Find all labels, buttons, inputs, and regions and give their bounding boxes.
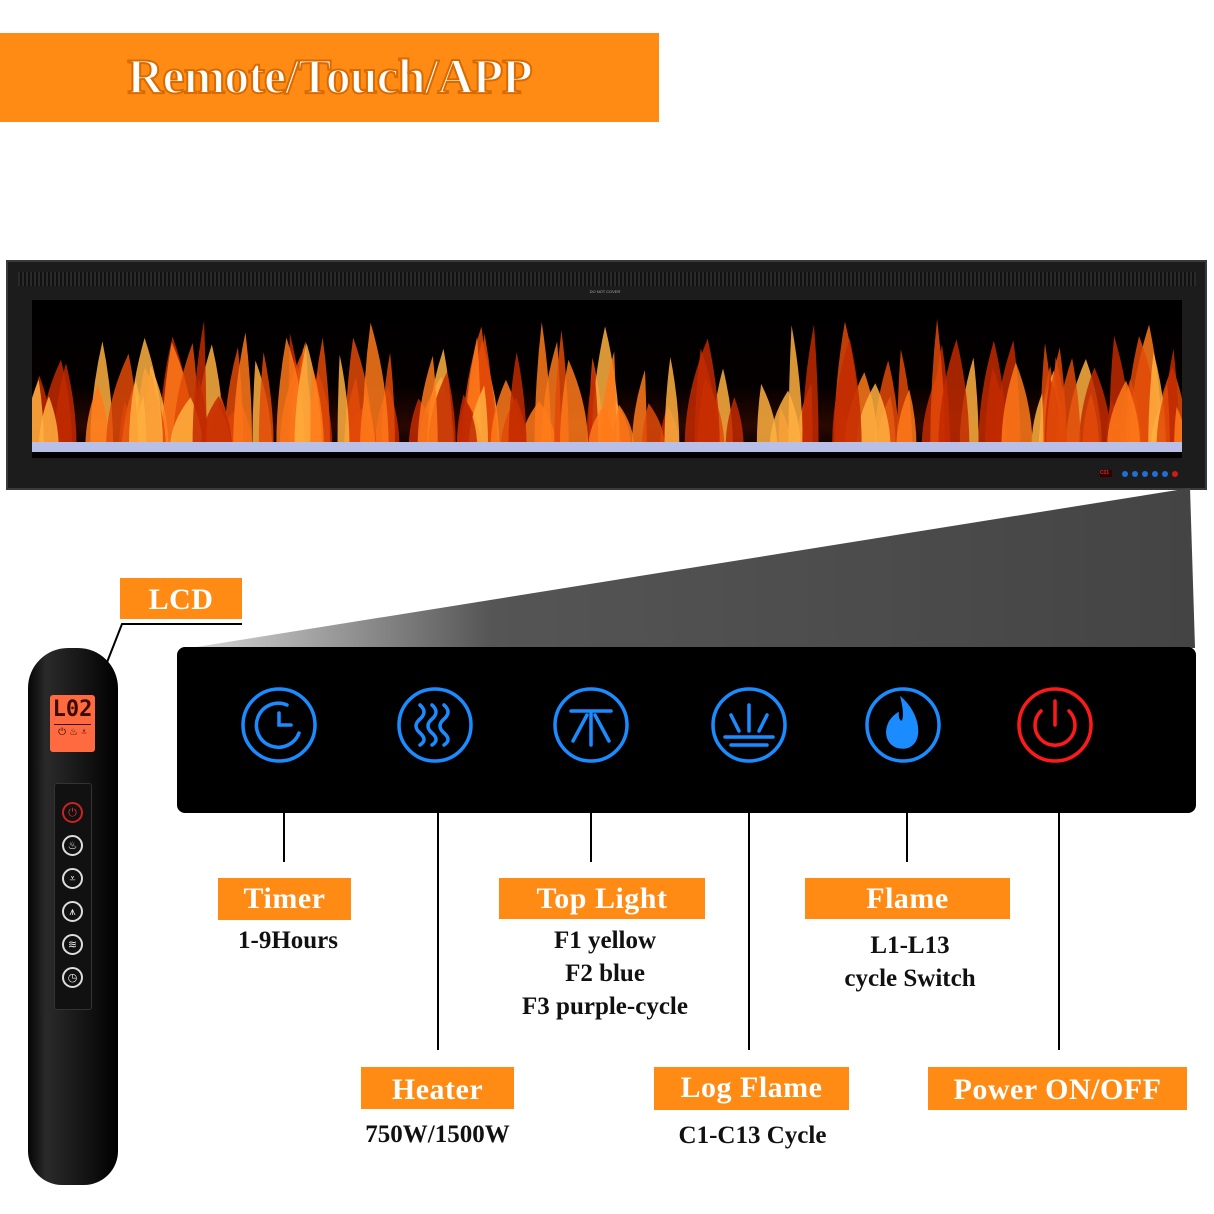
flame-shape: [978, 340, 1007, 448]
flame-shape: [192, 320, 207, 448]
log-flame-icon[interactable]: [711, 687, 787, 763]
flame-shape: [856, 383, 891, 448]
flame-shape: [200, 395, 233, 448]
lcd-divider: [54, 724, 91, 725]
fireplace-touch-button[interactable]: [1142, 471, 1148, 477]
flame-shape: [631, 370, 647, 448]
flame-shape: [938, 339, 970, 448]
flame-shape: [725, 397, 744, 448]
remote-lcd-screen: [50, 695, 95, 752]
heater-connector: [437, 813, 439, 1050]
top-light-label: Top Light: [499, 878, 705, 919]
flame-shape: [641, 403, 665, 448]
power-label: Power ON/OFF: [928, 1067, 1187, 1110]
top-light-connector: [590, 813, 592, 862]
fireplace-lcd: C01: [1100, 470, 1112, 477]
heater-icon[interactable]: [397, 687, 473, 763]
remote-flame-button[interactable]: ♨: [62, 835, 83, 856]
remote-heater-button[interactable]: ≋: [62, 934, 83, 955]
top-light-desc: F1 yellow F2 blue F3 purple-cycle: [480, 924, 730, 1023]
flame-desc: L1-L13 cycle Switch: [790, 929, 1030, 995]
flame-shape: [417, 355, 438, 448]
flame-shape: [520, 401, 556, 448]
flame-shape: [1056, 358, 1081, 448]
warning-label: DO NOT COVER: [589, 289, 621, 294]
flame-shape: [802, 324, 819, 448]
power-connector: [1058, 813, 1060, 1050]
timer-desc: 1-9Hours: [238, 927, 338, 954]
fireplace-vent: [18, 272, 1196, 286]
flame-range: L1-L13: [870, 932, 950, 959]
flame-connector: [906, 813, 908, 862]
power-icon[interactable]: [1017, 687, 1093, 763]
title-banner: [0, 33, 659, 122]
flame-shape: [1156, 384, 1170, 448]
flames-image: [32, 318, 1182, 452]
lcd-pointer-line: [94, 623, 242, 694]
lcd-status-icons: ⏻ ♨ ⩡: [58, 727, 87, 738]
flame-shape: [233, 332, 253, 448]
remote-power-button[interactable]: ⏻: [62, 802, 83, 823]
flame-shape: [53, 363, 77, 448]
top-light-f3: F3 purple-cycle: [522, 993, 688, 1020]
flame-shape: [1174, 406, 1182, 448]
remote-lcd-value: L02: [52, 697, 93, 722]
flame-shape: [1031, 392, 1044, 448]
flame-shape: [1107, 380, 1141, 448]
flame-shape: [85, 384, 110, 448]
crystal-bed: [32, 442, 1182, 452]
flame-shape: [38, 396, 59, 448]
fireplace-touch-button[interactable]: [1162, 471, 1168, 477]
heater-desc: 750W/1500W: [365, 1121, 510, 1148]
flame-shape: [32, 379, 44, 448]
top-light-f2: F2 blue: [565, 960, 645, 987]
lcd-label: LCD: [120, 578, 242, 619]
heater-label: Heater: [361, 1067, 514, 1109]
flame-shape: [258, 352, 274, 448]
flame-shape: [508, 351, 527, 448]
flame-shape: [360, 393, 376, 448]
flame-cycle: cycle Switch: [844, 965, 976, 992]
flame-shape: [128, 337, 164, 448]
timer-label: Timer: [218, 878, 351, 920]
remote-top-light-button[interactable]: ⩚: [62, 901, 83, 922]
timer-connector: [283, 813, 285, 862]
fireplace-touch-button[interactable]: [1172, 471, 1178, 477]
log-flame-connector: [748, 813, 750, 1050]
log-flame-label: Log Flame: [654, 1067, 849, 1110]
flame-shape: [664, 356, 680, 448]
fireplace-touch-button[interactable]: [1152, 471, 1158, 477]
remote-timer-button[interactable]: ◷: [62, 967, 83, 988]
top-light-f1: F1 yellow: [553, 927, 657, 954]
flame-shape: [788, 325, 803, 448]
flame-shape: [1001, 362, 1033, 448]
timer-icon[interactable]: [241, 687, 317, 763]
log-flame-desc: C1-C13 Cycle: [678, 1122, 827, 1149]
flame-icon[interactable]: [865, 687, 941, 763]
flame-shape: [310, 364, 324, 448]
top-light-icon[interactable]: [553, 687, 629, 763]
control-panel-closeup: [177, 647, 1196, 813]
remote-log-flame-button[interactable]: ⩡: [62, 868, 83, 889]
flame-display: [32, 300, 1182, 458]
flame-shape: [684, 338, 720, 448]
fireplace-touch-button[interactable]: [1132, 471, 1138, 477]
flame-shape: [337, 354, 350, 448]
banner-title: Remote/Touch/APP: [126, 47, 533, 105]
flame-shape: [1082, 392, 1099, 448]
fireplace-touch-button[interactable]: [1122, 471, 1128, 477]
flame-shape: [600, 351, 617, 448]
flame-shape: [559, 359, 589, 448]
flame-label: Flame: [805, 878, 1010, 919]
flame-shape: [896, 389, 917, 448]
flame-shape: [456, 394, 478, 448]
flame-shape: [832, 338, 862, 448]
flame-shape: [612, 404, 635, 448]
